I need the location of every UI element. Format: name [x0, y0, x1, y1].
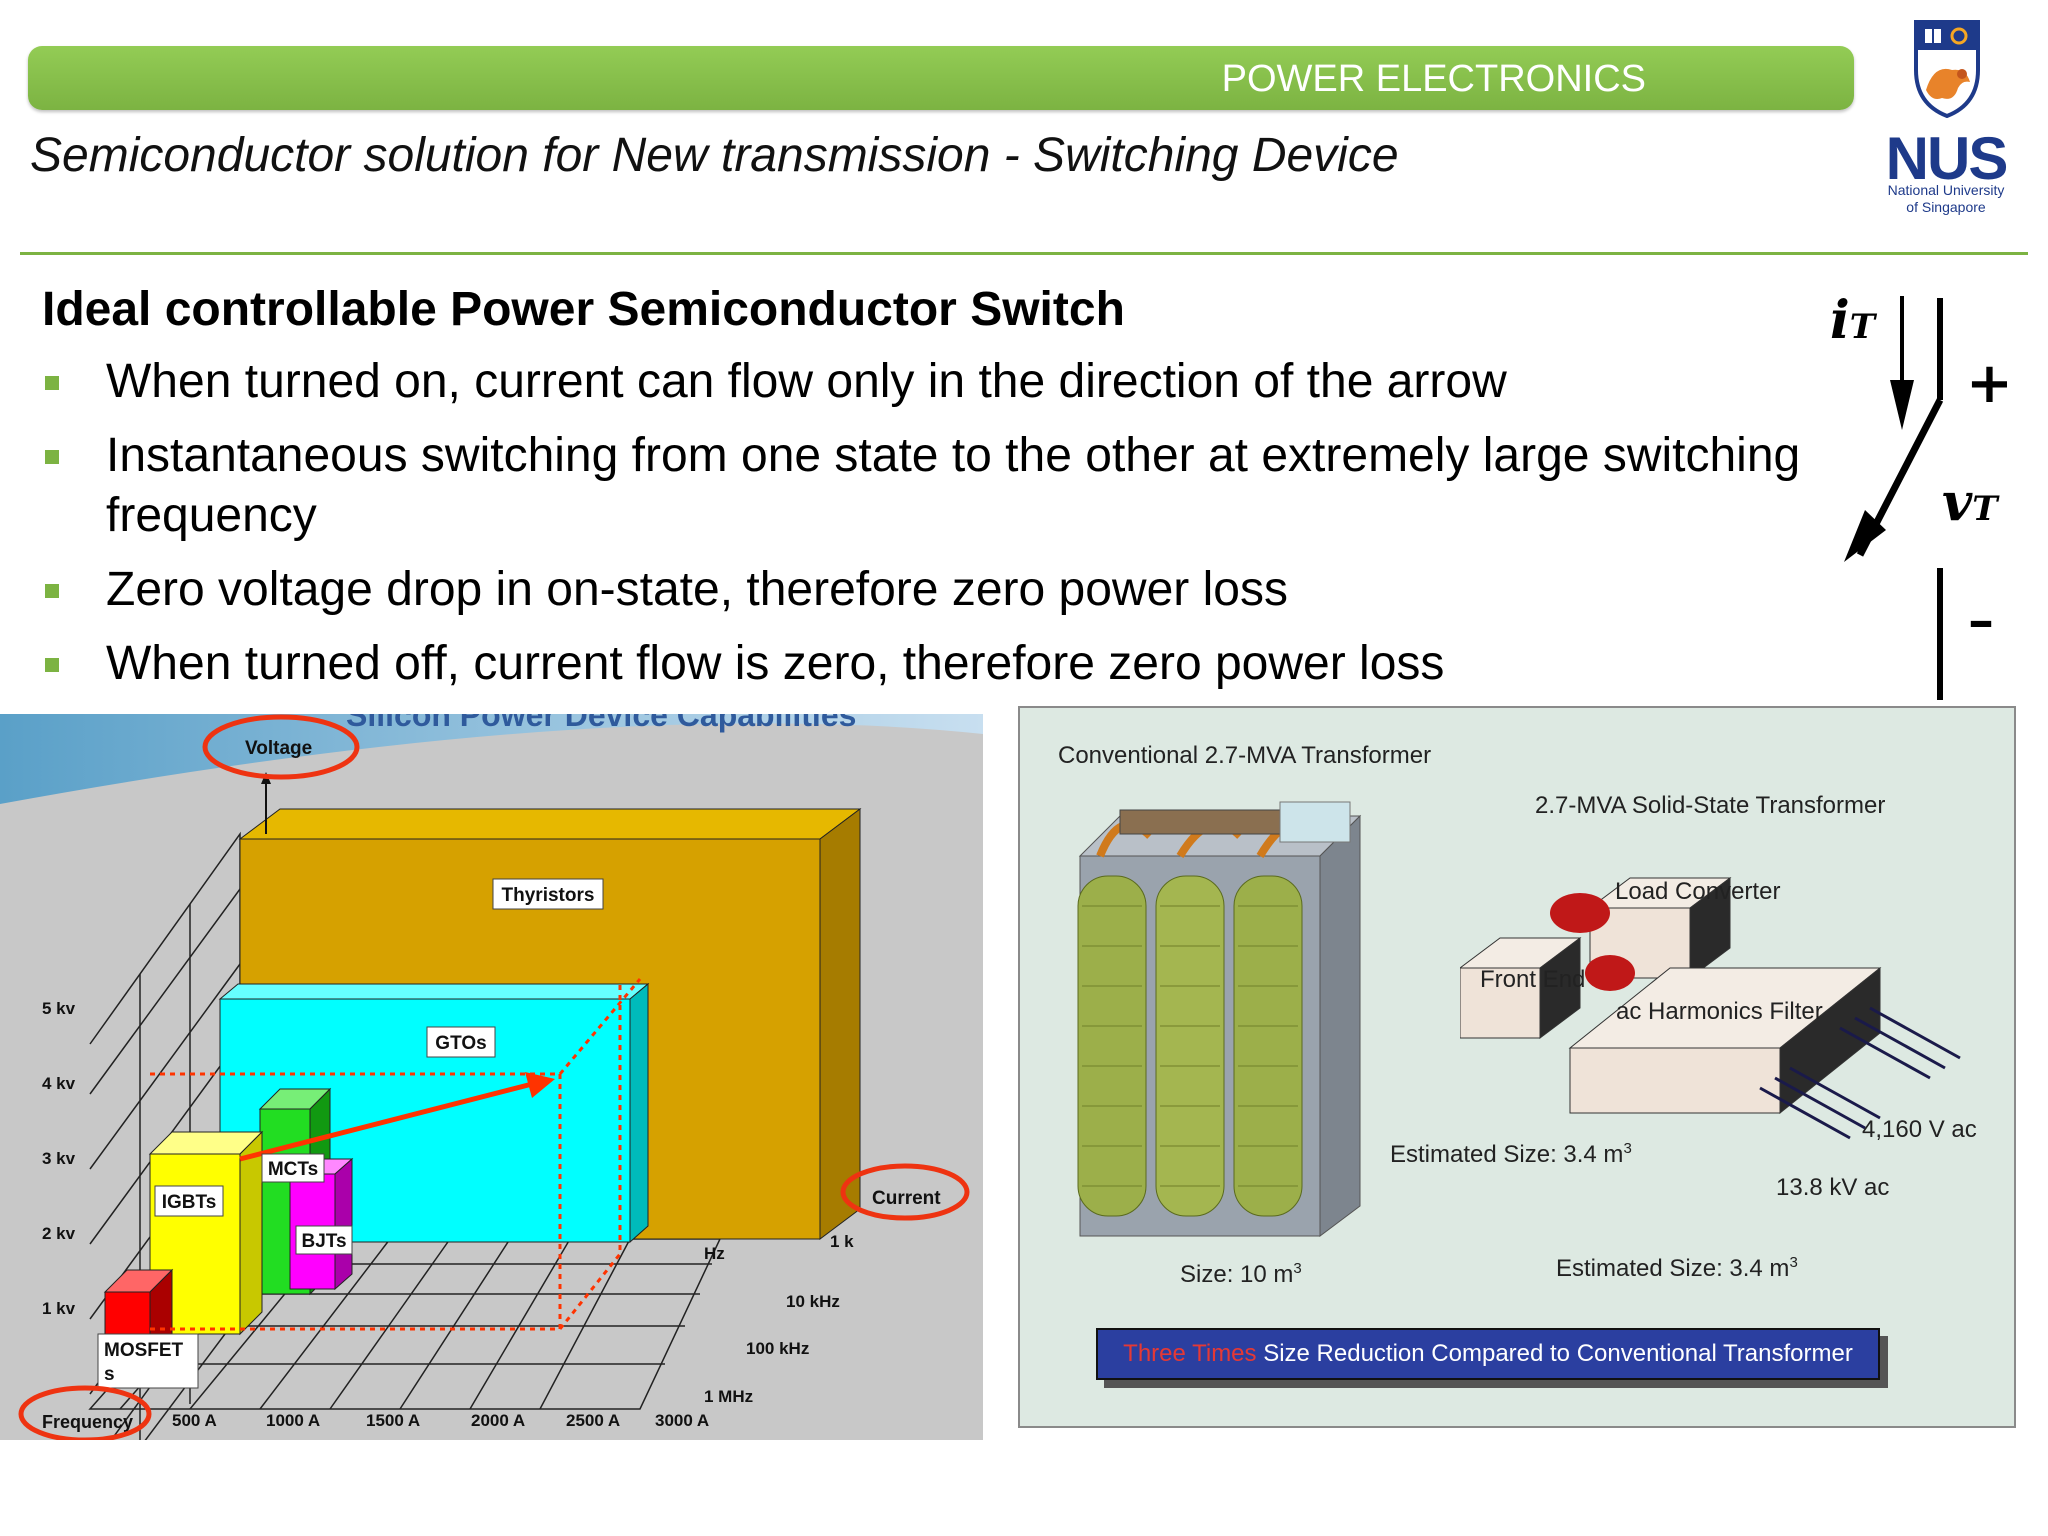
bullet-marker-icon [45, 658, 59, 672]
label-bjts: BJTs [301, 1231, 346, 1252]
bullet-text: When turned off, current flow is zero, t… [106, 637, 1445, 690]
load-converter-label: Load Converter [1615, 878, 1781, 905]
frequency-axis-label: Frequency [42, 1412, 133, 1432]
size-reduction-banner: Three Times Size Reduction Compared to C… [1096, 1328, 1880, 1380]
header-divider [20, 252, 2028, 255]
bullet-item: Instantaneous switching from one state t… [40, 426, 1920, 546]
solid-state-transformer-drawing [1460, 877, 1961, 1140]
current-tick: 500 A [172, 1411, 217, 1430]
bullet-item: When turned off, current flow is zero, t… [40, 634, 1920, 694]
nus-acronym: NUS [1885, 125, 2009, 192]
frequency-tick: 1 MHz [704, 1387, 753, 1406]
solid-state-title: 2.7-MVA Solid-State Transformer [1535, 792, 1886, 819]
current-tick: 1500 A [366, 1411, 420, 1430]
conventional-transformer-drawing [1077, 801, 1362, 1237]
conventional-title: Conventional 2.7-MVA Transformer [1058, 742, 1432, 769]
current-label: iT [1830, 290, 1876, 351]
harmonics-filter-label: ac Harmonics Filter [1616, 998, 1823, 1025]
bullet-marker-icon [45, 376, 59, 390]
switch-arrowhead-icon [1844, 510, 1886, 562]
label-mcts: MCTs [268, 1159, 318, 1180]
current-axis-label: Current [872, 1188, 941, 1209]
label-thyristors: Thyristors [502, 885, 595, 906]
minus-sign: – [1968, 590, 1994, 651]
frequency-tick: 1 k [830, 1232, 854, 1251]
bullet-marker-icon [45, 584, 59, 598]
current-tick: 1000 A [266, 1411, 320, 1430]
voltage-tick: 3 kv [42, 1149, 76, 1168]
current-arrow-icon [1890, 380, 1914, 430]
frequency-tick: 10 kHz [786, 1292, 840, 1311]
bullet-item: When turned on, current can flow only in… [40, 352, 1920, 412]
voltage-label: vT [1942, 472, 1998, 533]
voltage-tick: 2 kv [42, 1224, 76, 1243]
bullet-text: Instantaneous switching from one state t… [106, 429, 1801, 542]
section-heading: Ideal controllable Power Semiconductor S… [42, 283, 1125, 336]
label-gtos: GTOs [435, 1033, 486, 1054]
label-igbts: IGBTs [162, 1192, 217, 1213]
plus-sign: + [1966, 350, 2013, 416]
estimated-size-label: Estimated Size: 3.4 m3 [1556, 1254, 1798, 1282]
device-capability-chart: Silicon Power Device Capabilities [0, 714, 983, 1440]
voltage-tick: 5 kv [42, 999, 76, 1018]
banner-text: Size Reduction Compared to Conventional … [1256, 1340, 1853, 1367]
bullet-text: When turned on, current can flow only in… [106, 355, 1507, 408]
voltage-tick: 4 kv [42, 1074, 76, 1093]
trend-arrow [239, 1079, 541, 1162]
conventional-size-label: Size: 10 m3 [1180, 1260, 1302, 1288]
hz-label: Hz [704, 1244, 725, 1263]
voltage-axis-label: Voltage [245, 738, 312, 759]
slide-subtitle: Semiconductor solution for New transmiss… [30, 129, 1399, 182]
current-tick: 3000 A [655, 1411, 709, 1430]
header-label: POWER ELECTRONICS [1221, 58, 1646, 100]
bullet-marker-icon [45, 450, 59, 464]
current-tick: 2500 A [566, 1411, 620, 1430]
banner-highlight: Three Times [1123, 1340, 1257, 1367]
bullet-list: When turned on, current can flow only in… [40, 352, 1920, 708]
label-mosfets-suffix: s [104, 1364, 115, 1385]
transformer-comparison-figure: Conventional 2.7-MVA Transformer 2.7-MVA… [1018, 706, 2016, 1428]
chart-title: Silicon Power Device Capabilities [346, 714, 856, 733]
frequency-tick: 100 kHz [746, 1339, 809, 1358]
voltage-4160-label: 4,160 V ac [1862, 1116, 1977, 1143]
voltage-13-8-label: 13.8 kV ac [1776, 1174, 1890, 1201]
trend-arrowhead-icon [525, 1072, 555, 1098]
ideal-switch-symbol: iT + vT – [1820, 290, 2035, 705]
voltage-tick: 1 kv [42, 1299, 76, 1318]
switch-diagram [1844, 296, 1944, 700]
bullet-text: Zero voltage drop in on-state, therefore… [106, 563, 1288, 616]
nus-name-line1: National University [1887, 182, 2005, 198]
device-chart-svg: Silicon Power Device Capabilities [0, 714, 983, 1440]
current-tick: 2000 A [471, 1411, 525, 1430]
nus-name-line2: of Singapore [1906, 199, 1986, 215]
front-end-label: Front End [1480, 966, 1586, 993]
nus-shield-icon [1914, 20, 1980, 118]
bullet-item: Zero voltage drop in on-state, therefore… [40, 560, 1920, 620]
label-mosfets: MOSFET [104, 1340, 184, 1361]
estimated-size-inline: Estimated Size: 3.4 m3 [1390, 1140, 1632, 1168]
header-bar: POWER ELECTRONICS [28, 46, 1854, 110]
